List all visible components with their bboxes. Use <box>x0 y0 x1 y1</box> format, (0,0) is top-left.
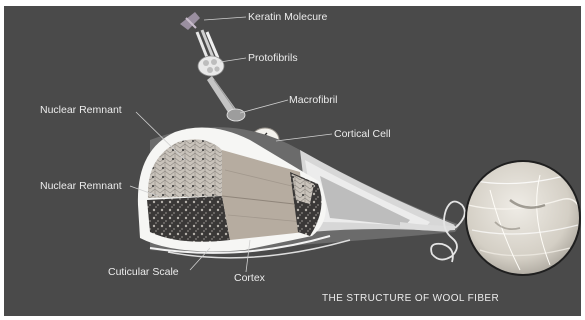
nuclear-remnant-bottom-label: Nuclear Remnant <box>40 180 122 192</box>
cuticular-scale-label: Cuticular Scale <box>108 266 179 278</box>
diagram-title: THE STRUCTURE OF WOOL FIBER <box>322 293 499 305</box>
cortical-cell-label: Cortical Cell <box>334 128 391 140</box>
macrofibril-label: Macrofibril <box>289 94 337 106</box>
cortex-label: Cortex <box>234 272 265 284</box>
keratin-molecule-label: Keratin Molecure <box>248 11 327 23</box>
wool-photo <box>466 161 580 275</box>
nuclear-remnant-top-label: Nuclear Remnant <box>40 104 122 116</box>
protofibrils-label: Protofibrils <box>248 52 298 64</box>
